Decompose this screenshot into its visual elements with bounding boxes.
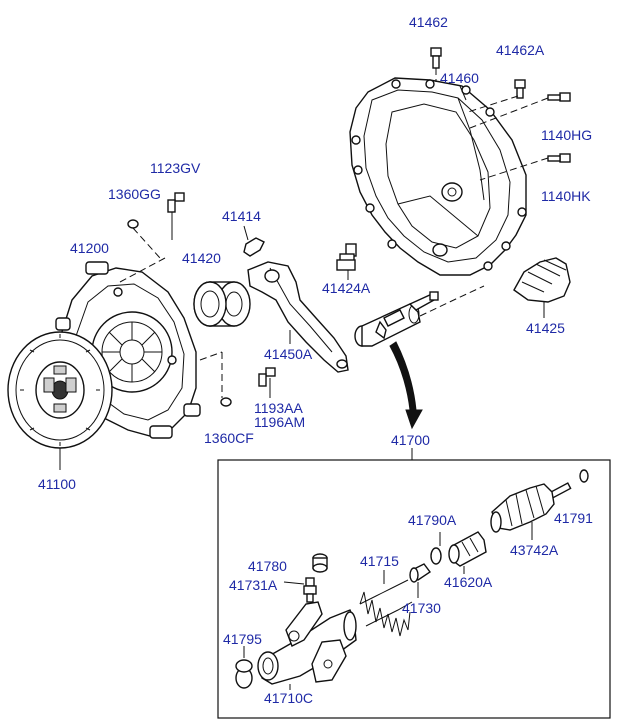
callout-41450a: 41450A [264,346,313,362]
callout-1140hg: 1140HG [541,127,593,143]
bolt-1193aa [258,367,276,387]
bolt-1140hg [547,92,571,102]
callout-1360gg: 1360GG [108,186,161,202]
callout-41791: 41791 [554,510,593,526]
callout-41462a: 41462A [496,42,545,58]
clip-41414 [243,237,265,257]
piston-41620a [448,531,487,567]
callout-41731a: 41731A [229,577,278,593]
callout-41795: 41795 [223,631,262,647]
clutch-disc [7,331,113,449]
release-bearing [193,281,251,327]
callout-41414: 41414 [222,208,261,224]
bolt-1123gv [167,192,185,213]
callout-41730: 41730 [402,600,441,616]
callout-41462: 41462 [409,14,448,30]
detail-box [217,459,611,719]
washer-1360gg [127,219,139,229]
callout-41420: 41420 [182,250,221,266]
callout-41710c: 41710C [264,690,314,706]
ring-41790a [430,547,442,565]
bleeder-41731a [303,577,317,603]
boot-41425 [513,257,571,303]
bolt-41462 [430,47,442,69]
callout-41100: 41100 [38,476,76,492]
washer-1360cf [220,397,232,407]
callout-41424a: 41424A [322,280,371,296]
callout-1360cf: 1360CF [204,430,254,446]
clutch-housing [349,77,527,276]
pivot-41424a [336,243,357,271]
callout-1140hk: 1140HK [541,188,591,204]
bolt-1140hk [547,153,571,163]
callout-1196am: 1196AM [254,414,306,430]
callout-41425: 41425 [526,320,565,336]
cap-41780 [312,553,328,573]
spring-41715 [359,579,413,637]
seat-41730 [409,563,432,583]
callout-1123gv: 1123GV [150,160,201,176]
callout-43742a: 43742A [510,542,559,558]
cap-41795 [235,659,253,689]
boot-43742a [490,483,555,533]
cylinder-body-41710c [257,601,357,685]
callout-1193aa: 1193AA [254,400,303,416]
pointer-arrow [389,341,423,430]
callout-41790a: 41790A [408,512,457,528]
callout-41700: 41700 [391,432,430,448]
bolt-41462a [514,79,526,99]
callout-41780: 41780 [248,558,287,574]
callout-41715: 41715 [360,553,399,569]
callout-41460: 41460 [440,70,479,86]
release-fork [247,261,349,373]
slave-cylinder-assembly [354,291,439,347]
callout-41200: 41200 [70,240,109,256]
callout-41620a: 41620A [444,574,493,590]
